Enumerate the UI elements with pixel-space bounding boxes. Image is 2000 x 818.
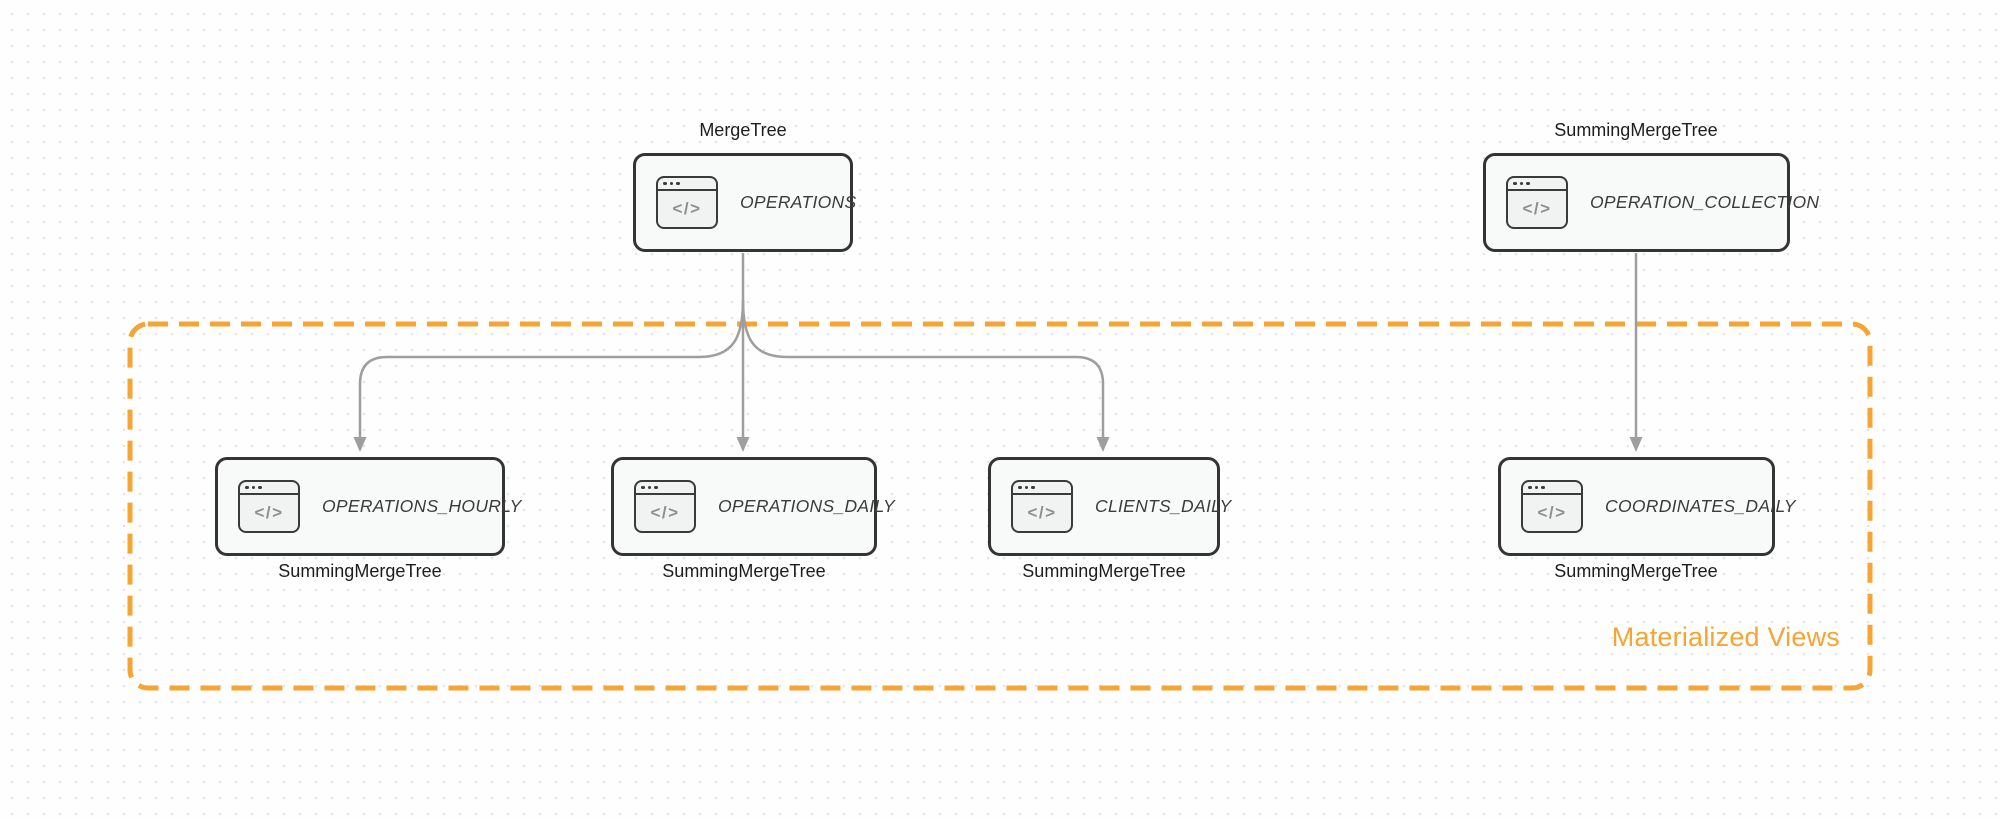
window-dot <box>663 181 667 186</box>
engine-label-coordinates-daily: SummingMergeTree <box>1554 561 1718 581</box>
node-label: COORDINATES_DAILY <box>1605 496 1796 516</box>
window-titlebar <box>1013 482 1071 495</box>
arrowhead-coordinates-daily <box>1629 437 1643 452</box>
code-window-icon: </> <box>1011 480 1073 533</box>
engine-label-clients-daily: SummingMergeTree <box>1022 561 1186 581</box>
arrow-operations-to-operations-hourly <box>358 299 745 438</box>
node-label: OPERATIONS <box>740 192 857 212</box>
code-window-icon: </> <box>238 480 300 533</box>
code-glyph: </> <box>1027 503 1057 522</box>
code-glyph: </> <box>1537 503 1567 522</box>
window-dot <box>1526 181 1530 186</box>
window-titlebar <box>658 178 716 191</box>
window-dot <box>1534 485 1538 490</box>
window-dot <box>647 485 651 490</box>
window-dot <box>654 485 658 490</box>
window-dot <box>251 485 255 490</box>
node-operations-hourly[interactable]: </> OPERATIONS_HOURLY <box>215 457 521 556</box>
code-glyph: </> <box>672 199 702 218</box>
materialized-views-caption: Materialized Views <box>1611 622 1840 652</box>
code-window-icon: </> <box>634 480 696 533</box>
arrowhead-clients-daily <box>1096 437 1110 452</box>
node-coordinates-daily[interactable]: </> COORDINATES_DAILY <box>1498 457 1796 556</box>
window-dot <box>1024 485 1028 490</box>
window-titlebar <box>636 482 694 495</box>
arrow-operations-to-clients-daily <box>741 299 1105 438</box>
window-dot <box>1541 485 1545 490</box>
window-dot <box>669 181 673 186</box>
window-titlebar <box>240 482 298 495</box>
window-dot <box>258 485 262 490</box>
engine-label-operations-hourly: SummingMergeTree <box>278 561 442 581</box>
arrowhead-operations-hourly <box>353 437 367 452</box>
window-dot <box>676 181 680 186</box>
node-label: OPERATIONS_DAILY <box>718 496 895 516</box>
node-operations-daily[interactable]: </> OPERATIONS_DAILY <box>611 457 895 556</box>
code-glyph: </> <box>1522 199 1552 218</box>
node-label: OPERATIONS_HOURLY <box>322 496 522 516</box>
node-label: OPERATION_COLLECTION <box>1590 192 1820 212</box>
engine-label-operations: MergeTree <box>699 120 787 140</box>
code-glyph: </> <box>254 503 284 522</box>
window-dot <box>641 485 645 490</box>
code-glyph: </> <box>650 503 680 522</box>
window-dot <box>1528 485 1532 490</box>
node-operation-collection[interactable]: </> OPERATION_COLLECTION <box>1483 153 1819 252</box>
code-window-icon: </> <box>1506 176 1568 229</box>
engine-label-operation-collection: SummingMergeTree <box>1554 120 1718 140</box>
window-dot <box>1519 181 1523 186</box>
code-window-icon: </> <box>656 176 718 229</box>
window-dot <box>1513 181 1517 186</box>
window-dot <box>245 485 249 490</box>
engine-label-operations-daily: SummingMergeTree <box>662 561 826 581</box>
window-titlebar <box>1523 482 1581 495</box>
window-dot <box>1031 485 1035 490</box>
node-operations[interactable]: </> OPERATIONS <box>633 153 857 252</box>
node-label: CLIENTS_DAILY <box>1095 496 1232 516</box>
code-window-icon: </> <box>1521 480 1583 533</box>
node-clients-daily[interactable]: </> CLIENTS_DAILY <box>988 457 1231 556</box>
arrowhead-operations-daily <box>736 437 750 452</box>
window-dot <box>1018 485 1022 490</box>
window-titlebar <box>1508 178 1566 191</box>
